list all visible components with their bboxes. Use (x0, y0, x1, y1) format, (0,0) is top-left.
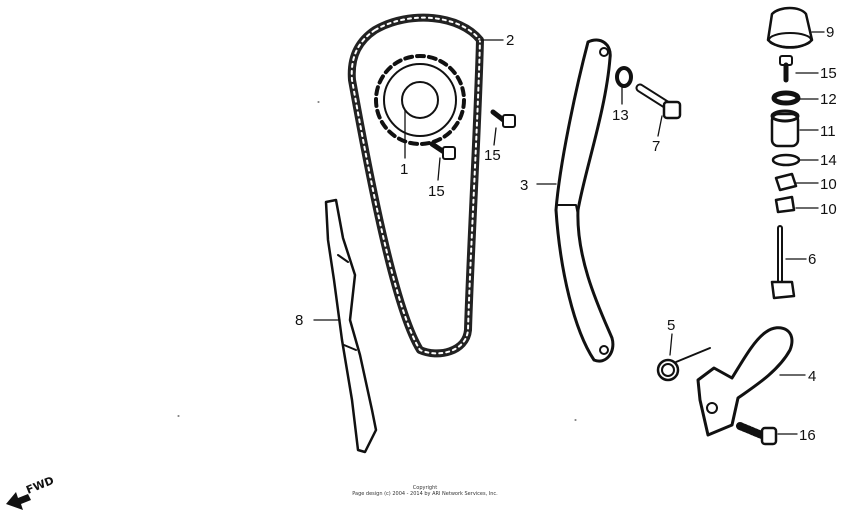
specks (177, 101, 577, 421)
tensioner-cap (766, 6, 814, 49)
tensioner-wedge-b (774, 195, 796, 214)
pivot-bolt (635, 83, 682, 120)
callout-6: 6 (808, 251, 816, 268)
cam-chain-tensioner-slider (554, 38, 615, 363)
callout-9: 9 (826, 24, 834, 41)
callout-11: 11 (820, 123, 836, 140)
forward-arrow-icon (6, 492, 31, 510)
callout-1: 1 (400, 161, 408, 178)
callout-2: 2 (506, 32, 514, 49)
tensioner-spring (656, 347, 711, 382)
callout-15-right: 15 (820, 65, 837, 82)
callout-10-lower: 10 (820, 201, 837, 218)
o-ring (771, 153, 801, 167)
tensioner-holder (770, 109, 800, 148)
callout-15-lower: 15 (428, 183, 445, 200)
cam-chain-guide (324, 198, 378, 454)
tensioner-arm (696, 326, 794, 437)
callout-13: 13 (612, 107, 629, 124)
callout-7: 7 (652, 138, 660, 155)
tensioner-bolt (779, 55, 793, 83)
callout-4: 4 (808, 368, 816, 385)
leader-lines (313, 31, 825, 435)
callout-15-upper: 15 (484, 147, 501, 164)
washer (615, 66, 633, 88)
copyright-line-2: Page design (c) 2004 - 2014 by ARI Netwo… (352, 491, 498, 497)
sprocket-bolt-lower (429, 141, 456, 160)
arm-pivot-bolt (736, 422, 778, 446)
sprocket-bolt-upper (490, 109, 516, 128)
tensioner-push-rod (770, 225, 796, 300)
tensioner-wedge-a (774, 172, 798, 192)
callout-numbers: 2 1 15 15 3 8 13 7 9 15 12 11 14 10 10 6… (295, 24, 837, 444)
callout-16: 16 (799, 427, 816, 444)
cam-sprocket (374, 54, 466, 146)
copyright-line-1: Copyright (412, 485, 438, 491)
callout-10-upper: 10 (820, 176, 837, 193)
callout-12: 12 (820, 91, 837, 108)
callout-8: 8 (295, 312, 303, 329)
callout-3: 3 (520, 177, 528, 194)
callout-14: 14 (820, 152, 837, 169)
callout-5: 5 (667, 317, 675, 334)
sealing-washer (771, 90, 801, 106)
cam-chain (347, 13, 484, 358)
